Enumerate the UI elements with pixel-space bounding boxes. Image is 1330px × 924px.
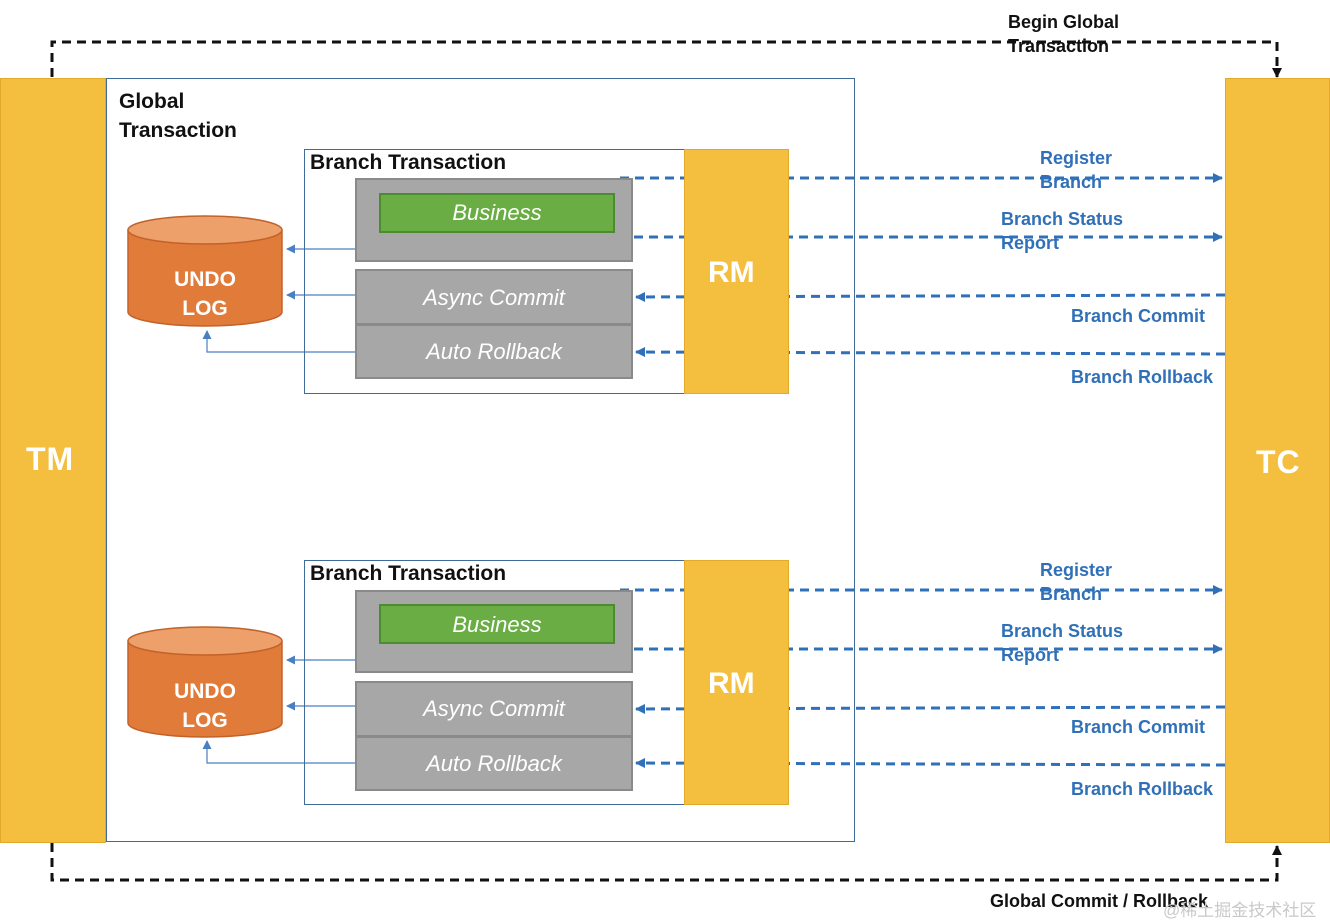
async-commit-box-1	[355, 269, 633, 325]
branch-status-label-2b: Report	[1001, 645, 1059, 665]
async-commit-label-2: Async Commit	[423, 696, 565, 721]
rm-label-2: RM	[708, 667, 755, 700]
auto-rollback-box-1	[355, 324, 633, 379]
async-commit-box-2	[355, 681, 633, 737]
rm-box-2	[684, 560, 789, 805]
begin-global-label-a: Begin Global	[1008, 12, 1120, 32]
undo-log-line2-1: LOG	[182, 297, 228, 320]
tc-pillar: TC	[1225, 78, 1330, 843]
branch-commit-arrow-2	[635, 703, 1226, 714]
rm-box-1	[684, 149, 789, 394]
branch-status-label-2a: Branch Status	[1001, 621, 1124, 641]
register-branch-label-1a: Register	[1040, 148, 1113, 168]
branch-commit-label-2: Branch Commit	[1071, 717, 1206, 737]
begin-global-label-b: Transaction	[1008, 36, 1110, 56]
rollback-to-undo-2	[202, 740, 356, 764]
rm-label-1: RM	[708, 256, 755, 289]
undo-log-line2-2: LOG	[182, 709, 228, 732]
undo-log-cylinder-2	[127, 626, 283, 738]
branch-rollback-arrow-2	[635, 758, 1226, 769]
global-commit-arrow	[50, 843, 1282, 882]
branch-status-label-1b: Report	[1001, 233, 1059, 253]
branch-transaction-title-2: Branch Transaction	[310, 562, 507, 585]
auto-rollback-box-2	[355, 736, 633, 791]
business-box-1	[379, 193, 615, 233]
begin-global-arrow	[50, 40, 1282, 78]
tm-label: TM	[26, 441, 75, 477]
business-box-2	[379, 604, 615, 644]
branch-status-label-1a: Branch Status	[1001, 209, 1124, 229]
async-commit-label-1: Async Commit	[423, 285, 565, 310]
register-branch-label-2a: Register	[1040, 560, 1113, 580]
branch-commit-label-1: Branch Commit	[1071, 306, 1206, 326]
undo-log-line1-1: UNDO	[174, 268, 236, 291]
undo-log-cylinder-1	[127, 215, 283, 327]
auto-rollback-label-1: Auto Rollback	[426, 339, 562, 364]
branch-transaction-title-1: Branch Transaction	[310, 151, 507, 174]
branch-rollback-label-1: Branch Rollback	[1071, 367, 1214, 387]
auto-rollback-label-2: Auto Rollback	[426, 751, 562, 776]
register-branch-label-2b: Branch	[1040, 584, 1103, 604]
branch-commit-arrow-1	[635, 291, 1226, 302]
branch-rollback-label-2: Branch Rollback	[1071, 779, 1214, 799]
undo-log-line1-2: UNDO	[174, 680, 236, 703]
rollback-to-undo-1	[202, 330, 356, 353]
global-transaction-frame	[106, 78, 855, 842]
global-transaction-label: Global Transaction	[119, 90, 237, 142]
watermark: @稀土掘金技术社区	[1163, 901, 1317, 920]
register-branch-label-1b: Branch	[1040, 172, 1103, 192]
branch-rollback-arrow-1	[635, 347, 1226, 358]
tc-label: TC	[1256, 444, 1301, 480]
business-label-2: Business	[452, 612, 542, 637]
global-commit-label: Global Commit / Rollback	[990, 891, 1209, 911]
business-label-1: Business	[452, 200, 542, 225]
tm-pillar: TM	[0, 78, 106, 843]
